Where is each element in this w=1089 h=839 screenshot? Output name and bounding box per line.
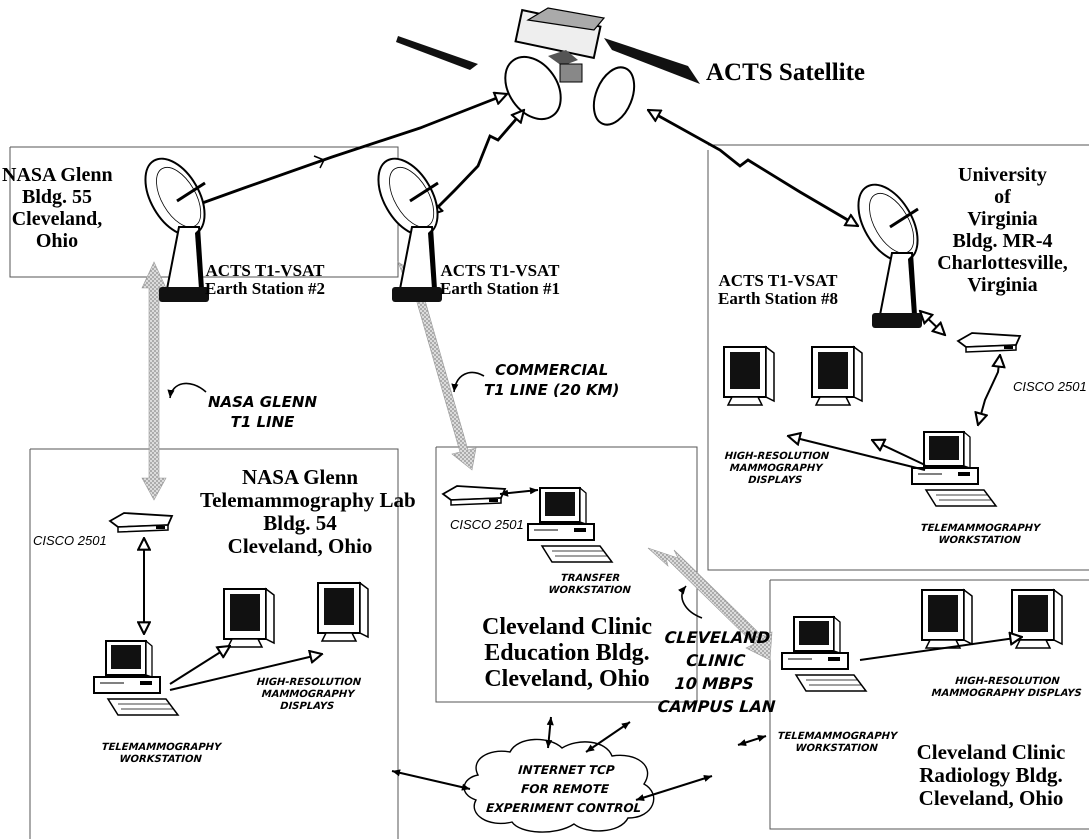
nasa-display-link-1 xyxy=(169,646,230,685)
nasa-display-link-2 xyxy=(169,654,322,691)
internet-link-transfer xyxy=(585,721,631,753)
uva-workstation-label: TELEMAMMOGRAPHY WORKSTATION xyxy=(920,523,1041,546)
uva-display-2-icon xyxy=(811,346,863,406)
uva-router-workstation-link xyxy=(978,355,1000,425)
commercial-t1-line-label: COMMERCIAL T1 LINE (20 KM) xyxy=(484,361,620,399)
nasa-display-1-icon xyxy=(223,588,275,648)
site-box-cc-education xyxy=(435,446,698,703)
earth-station-1-label: ACTS T1-VSAT Earth Station #1 xyxy=(440,261,560,298)
internet-link-left xyxy=(391,769,471,791)
site-label-cc-radiology: Cleveland Clinic Radiology Bldg. Clevela… xyxy=(916,741,1066,810)
satellite-name-label: ACTS Satellite xyxy=(706,59,866,86)
campus-lan-line xyxy=(647,547,773,661)
internet-link-radiology xyxy=(635,775,713,801)
earth-station-2-label: ACTS T1-VSAT Earth Station #2 xyxy=(205,261,325,298)
nasa-workstation-icon xyxy=(93,640,179,716)
nasa-t1-pointer xyxy=(167,382,207,399)
internet-link-lan xyxy=(737,735,767,746)
uva-station-router-link xyxy=(920,311,945,335)
earth-station-8-label: ACTS T1-VSAT Earth Station #8 xyxy=(718,271,838,308)
cc-education-router-label: CISCO 2501 xyxy=(450,517,524,532)
uva-displays-label: HIGH-RESOLUTION MAMMOGRAPHY DISPLAYS xyxy=(724,451,830,486)
nasa-display-2-icon xyxy=(317,582,369,642)
earth-station-1-dish-icon xyxy=(364,147,452,304)
commercial-t1-pointer xyxy=(451,371,485,393)
transfer-workstation-label: TRANSFER WORKSTATION xyxy=(548,573,632,596)
internet-link-education xyxy=(545,716,554,749)
cc-education-router-icon xyxy=(442,485,506,506)
radiology-workstation-label: TELEMAMMOGRAPHY WORKSTATION xyxy=(777,731,898,754)
radiology-display-1-icon xyxy=(921,589,973,649)
transfer-workstation-icon xyxy=(527,487,613,563)
satellite-link-es8 xyxy=(648,108,858,228)
uva-display-link-2 xyxy=(872,440,926,466)
internet-label: INTERNET TCP FOR REMOTE EXPERIMENT CONTR… xyxy=(485,763,642,815)
nasa-displays-label: HIGH-RESOLUTION MAMMOGRAPHY DISPLAYS xyxy=(256,677,362,712)
satellite-link-es1 xyxy=(430,110,524,215)
radiology-displays-label: HIGH-RESOLUTION MAMMOGRAPHY DISPLAYS xyxy=(931,676,1083,699)
site-label-uva: University of Virginia Bldg. MR-4 Charlo… xyxy=(937,164,1068,296)
nasa-workstation-label: TELEMAMMOGRAPHY WORKSTATION xyxy=(101,742,222,765)
radiology-display-2-icon xyxy=(1011,589,1063,649)
site-label-nasa-b55: NASA Glenn Bldg. 55 Cleveland, Ohio xyxy=(2,164,113,252)
satellite-link-es2 xyxy=(180,94,507,211)
cc-education-router-link xyxy=(499,487,539,497)
nasa-t1-line-label: NASA GLENN T1 LINE xyxy=(208,393,318,431)
campus-lan-pointer xyxy=(678,585,703,619)
nasa-lab-router-label: CISCO 2501 xyxy=(33,533,107,548)
uva-display-1-icon xyxy=(723,346,775,406)
uva-display-link-1 xyxy=(788,436,926,471)
campus-lan-label: CLEVELAND CLINIC 10 MBPS CAMPUS LAN xyxy=(656,628,777,716)
site-label-cc-education: Cleveland Clinic Education Bldg. Clevela… xyxy=(481,614,652,692)
earth-station-8-dish-icon xyxy=(844,173,932,330)
site-box-cc-radiology xyxy=(769,579,1089,830)
uva-router-label: CISCO 2501 xyxy=(1013,379,1087,394)
uva-router-icon xyxy=(957,332,1021,353)
radiology-workstation-icon xyxy=(781,616,867,692)
satellite-icon xyxy=(396,7,700,126)
internet-cloud-icon xyxy=(463,738,655,833)
radiology-display-link xyxy=(859,637,1022,661)
nasa-lab-router-icon xyxy=(109,512,173,533)
site-label-nasa-lab: NASA Glenn Telemammography Lab Bldg. 54 … xyxy=(200,465,416,558)
